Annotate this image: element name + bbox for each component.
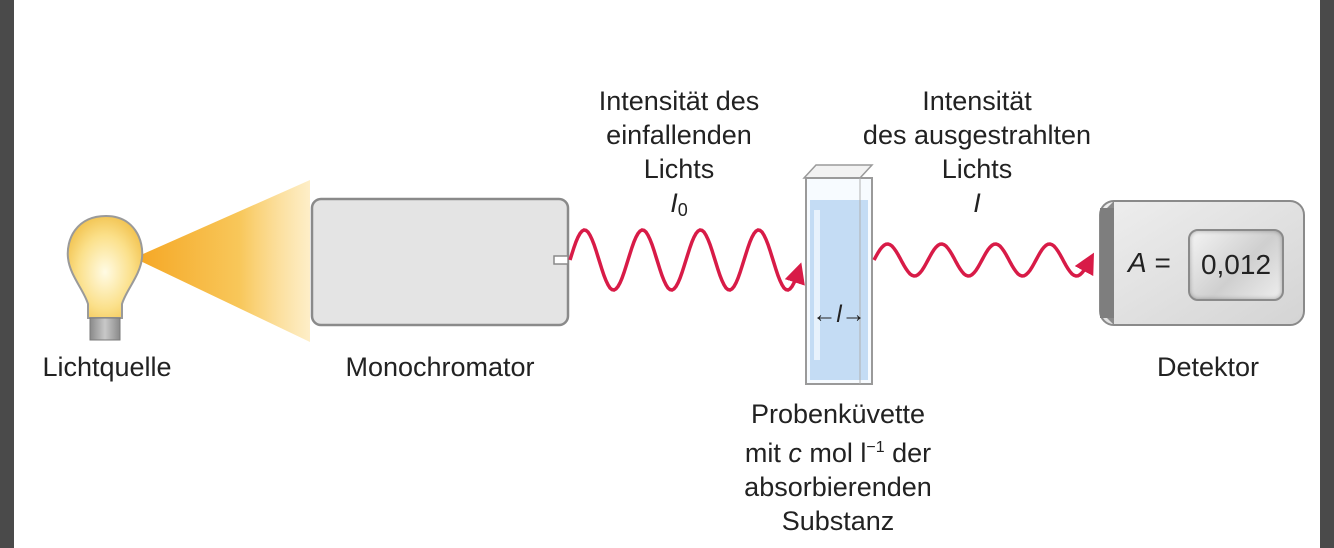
path-length-label: ←l→ (812, 301, 866, 328)
cuvette-line-3: absorbierenden (744, 472, 932, 502)
monochromator-box (310, 197, 570, 327)
absorbance-label: A = (1128, 247, 1171, 278)
incident-light-wave (568, 228, 805, 292)
arrow-left-icon: ← (812, 301, 837, 328)
emitted-symbol: I (973, 188, 981, 218)
cuvette-label: Probenküvette mit c mol l−1 der absorbie… (718, 397, 958, 538)
absorbance-readout: 0,012 (1188, 229, 1284, 301)
arrow-right-icon: → (841, 301, 866, 328)
incident-line-2: einfallenden (606, 120, 752, 150)
diagram-graphics (66, 164, 1305, 385)
emitted-line-3: Lichts (941, 154, 1013, 184)
sample-cuvette (802, 164, 874, 385)
monochromator-label: Monochromator (345, 352, 535, 382)
light-beam (134, 180, 310, 342)
diagram-canvas: Lichtquelle Monochromator Detektor Inten… (14, 0, 1320, 548)
incident-symbol: I0 (670, 188, 688, 220)
emitted-light-label: Intensität des ausgestrahlten Lichts I (852, 84, 1102, 220)
light-source-label: Lichtquelle (42, 352, 172, 382)
incident-light-label: Intensität des einfallenden Lichts I0 (574, 84, 784, 227)
cuvette-line-2: mit c mol l−1 der (744, 438, 932, 468)
cuvette-line-4: Substanz (781, 506, 895, 536)
emitted-light-wave (872, 242, 1094, 278)
cuvette-line-1: Probenküvette (750, 399, 926, 429)
emitted-line-2: des ausgestrahlten (862, 120, 1092, 150)
detector-label: Detektor (1156, 352, 1260, 382)
incident-line-1: Intensität des (598, 86, 760, 116)
emitted-line-1: Intensität (922, 86, 1032, 116)
light-bulb-icon (66, 214, 144, 341)
incident-line-3: Lichts (643, 154, 715, 184)
